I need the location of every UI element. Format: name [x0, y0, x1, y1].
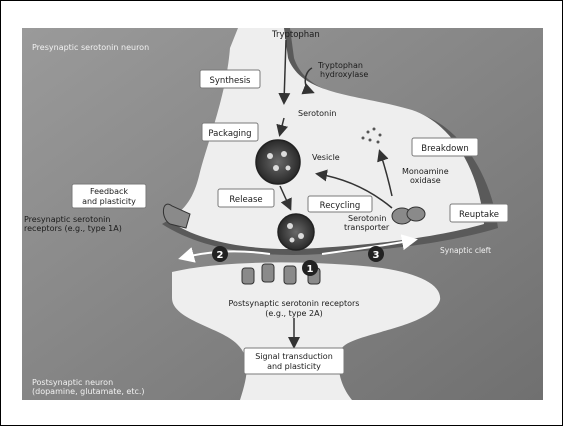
svg-text:Breakdown: Breakdown [421, 144, 468, 154]
postsynaptic-neuron-label-2: (dopamine, glutamate, etc.) [32, 387, 145, 396]
reuptake-box: Reuptake [450, 204, 508, 222]
serotonin-synapse-diagram: 1 2 3 Synthesis Packaging Release Recycl… [22, 28, 543, 400]
svg-text:Packaging: Packaging [208, 129, 251, 139]
svg-text:Feedback: Feedback [90, 187, 128, 196]
svg-text:3: 3 [373, 250, 380, 261]
synaptic-cleft-label: Synaptic cleft [440, 246, 491, 255]
vesicle-upper [256, 140, 300, 184]
svg-text:2: 2 [217, 250, 224, 261]
svg-text:and plasticity: and plasticity [82, 197, 136, 206]
svg-text:Reuptake: Reuptake [459, 210, 499, 220]
presynaptic-neuron-label: Presynaptic serotonin neuron [32, 43, 149, 52]
svg-text:Recycling: Recycling [320, 201, 361, 211]
feedback-box: Feedback and plasticity [72, 184, 146, 208]
presynaptic-receptors-label-1: Presynaptic serotonin [24, 215, 110, 224]
breakdown-box: Breakdown [412, 138, 478, 156]
step-marker-2: 2 [212, 246, 228, 262]
serotonin-transporter-label-2: transporter [344, 223, 390, 232]
presynaptic-receptors-label-2: receptors (e.g., type 1A) [24, 224, 122, 233]
serotonin-transporter-label-1: Serotonin [348, 214, 386, 223]
packaging-box: Packaging [202, 123, 258, 141]
svg-text:Release: Release [229, 195, 262, 205]
svg-text:Synthesis: Synthesis [210, 76, 252, 86]
vesicle-lower [278, 214, 314, 250]
vesicle-label: Vesicle [312, 153, 340, 162]
svg-text:and plasticity: and plasticity [267, 362, 321, 371]
postsynaptic-receptors-label-2: (e.g., type 2A) [265, 309, 322, 318]
step-marker-1: 1 [302, 260, 318, 276]
postsynaptic-neuron-label-1: Postsynaptic neuron [32, 378, 113, 387]
monoamine-oxidase-label-2: oxidase [410, 176, 441, 185]
release-box: Release [218, 189, 274, 207]
serotonin-label: Serotonin [298, 109, 336, 118]
postsynaptic-receptors-label-1: Postsynaptic serotonin receptors [229, 299, 360, 308]
monoamine-oxidase-label-1: Monoamine [402, 167, 449, 176]
tryptophan-hydroxylase-label-1: Tryptophan [317, 61, 363, 70]
signal-transduction-box: Signal transduction and plasticity [244, 348, 344, 374]
svg-text:1: 1 [307, 264, 314, 275]
recycling-box: Recycling [308, 196, 372, 212]
tryptophan-hydroxylase-label-2: hydroxylase [320, 70, 368, 79]
tryptophan-label: Tryptophan [271, 30, 320, 40]
step-marker-3: 3 [368, 246, 384, 262]
synthesis-box: Synthesis [200, 70, 260, 88]
svg-text:Signal transduction: Signal transduction [255, 352, 333, 361]
